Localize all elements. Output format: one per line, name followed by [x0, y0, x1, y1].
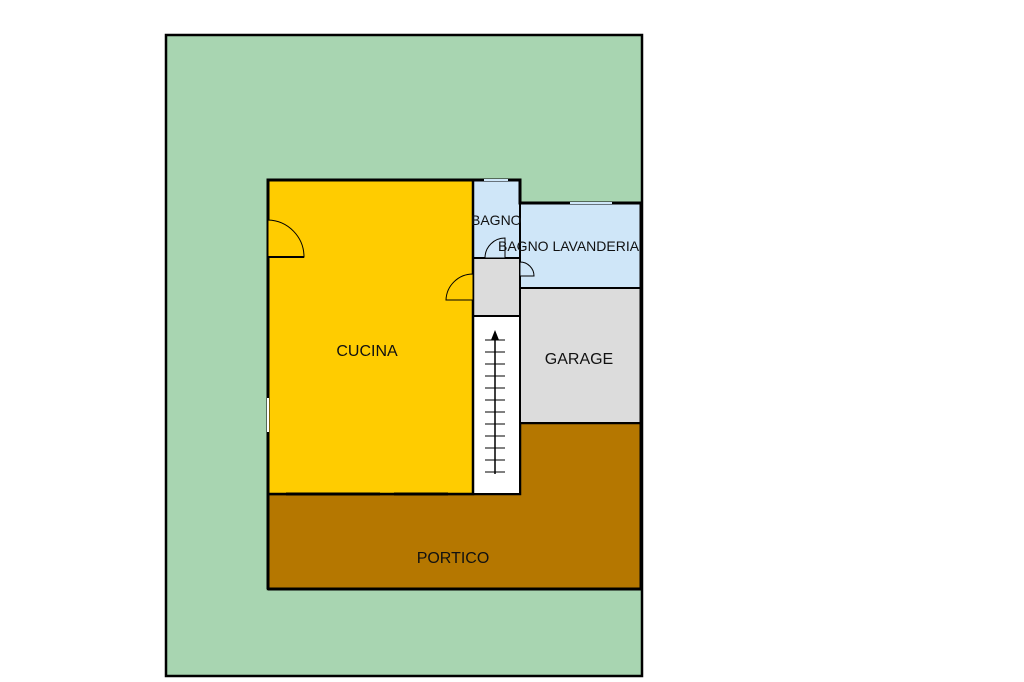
door-cucina-entrance	[267, 219, 305, 258]
house-outline	[266, 178, 643, 591]
stairs	[472, 315, 521, 495]
door-bagno	[484, 237, 506, 259]
portico-label: PORTICO	[417, 550, 490, 567]
cucina-room	[266, 178, 475, 496]
cucina-label: CUCINA	[336, 343, 398, 360]
hall-area	[472, 257, 521, 317]
stair-arrow-head	[491, 330, 499, 340]
garage-label: GARAGE	[545, 351, 613, 368]
door-lavanderia	[519, 261, 535, 277]
bagno-lavanderia-label: BAGNO LAVANDERIA	[498, 238, 640, 254]
door-cucina-hall	[445, 273, 474, 301]
bagno-lavanderia-room	[519, 202, 642, 289]
bagno-label: BAGNO	[471, 212, 522, 228]
